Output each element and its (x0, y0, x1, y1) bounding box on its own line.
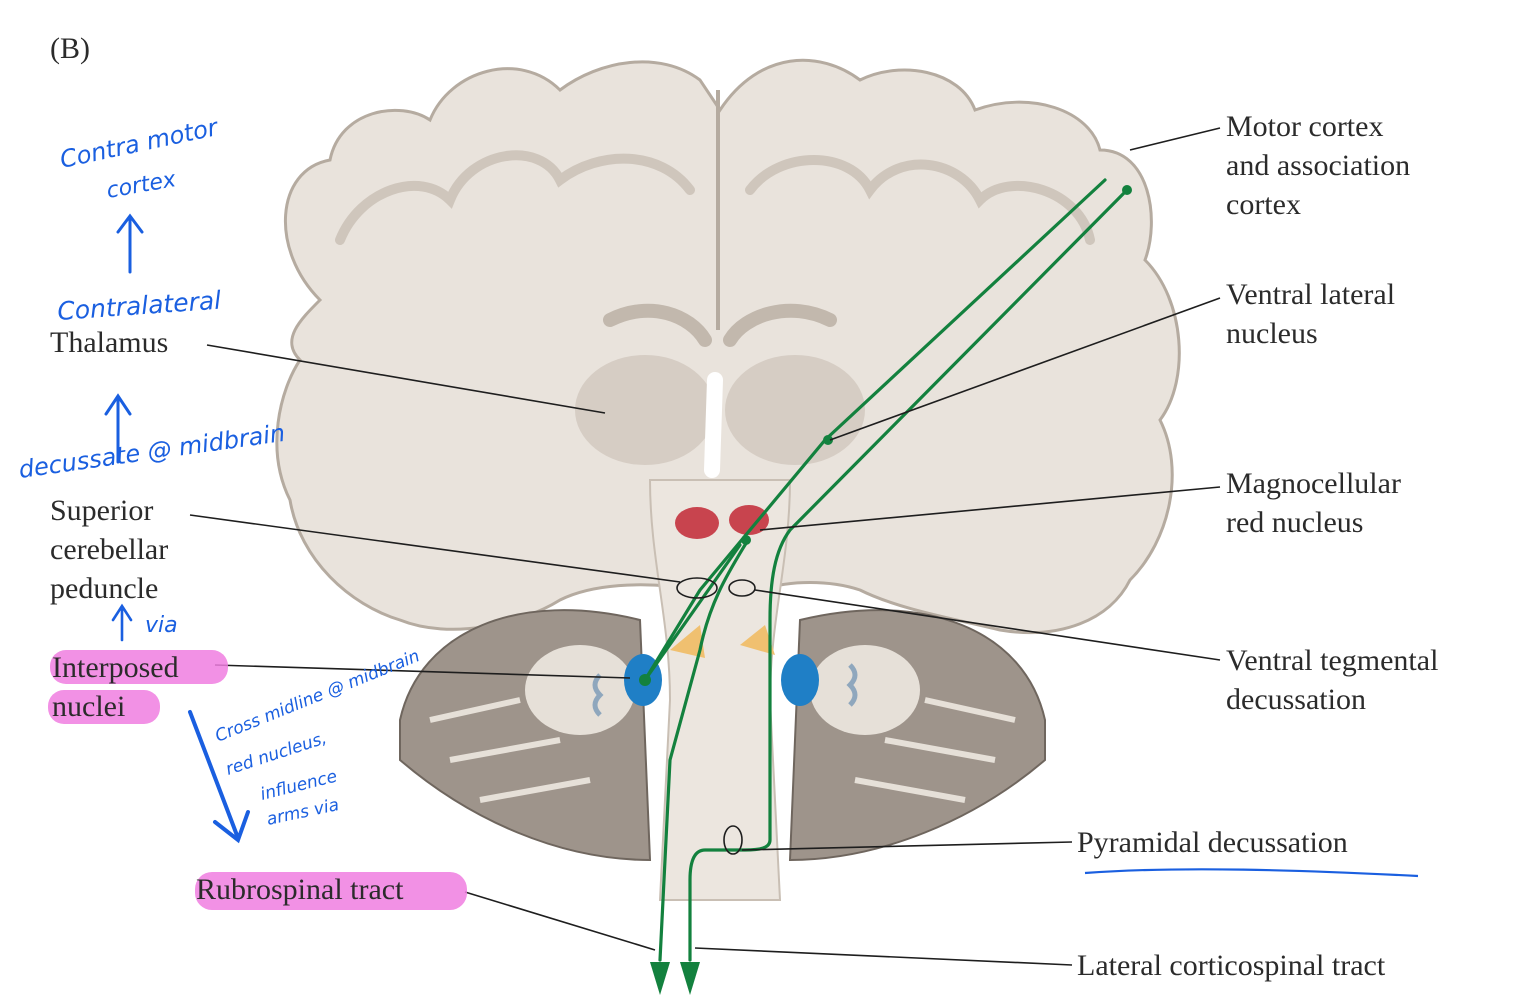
right-labels: Motor cortex and association cortex Vent… (1077, 110, 1438, 982)
rubrospinal-arrowhead (650, 962, 670, 995)
corticospinal-arrowhead (680, 962, 700, 995)
red-nucleus-right (729, 505, 769, 535)
magnocellular-leader (759, 486, 1221, 531)
rubrospinal-pathway (658, 538, 750, 962)
superior-cerebellar-label-3: peduncle (50, 572, 158, 605)
thalamus-region-right (725, 355, 865, 465)
interposed-highlight-1 (50, 650, 228, 684)
left-labels: Thalamus Superior cerebellar peduncle In… (50, 326, 404, 906)
orange-patch-right (740, 625, 775, 655)
thalamus-leader (206, 344, 606, 414)
cortex-ribbon (335, 150, 1095, 245)
ventral-tegmental-label-2: decussation (1226, 683, 1366, 716)
magnocellular-label-2: red nucleus (1226, 506, 1363, 539)
red-nucleus-left (675, 507, 719, 539)
note-decussate: decussate @ midbrain (17, 419, 287, 484)
lateral-cst-label: Lateral corticospinal tract (1077, 949, 1386, 982)
lateral-ventricles (603, 303, 837, 347)
ventral-lateral-label-2: nucleus (1226, 317, 1318, 350)
lateral-cst-leader (694, 947, 1073, 966)
neural-pathways (639, 178, 1132, 995)
up-arrow-icon-3 (111, 603, 133, 642)
motor-cortex-label-1: Motor cortex (1226, 110, 1383, 143)
motor-cortex-label-2: and association (1226, 149, 1410, 182)
superior-cerebellar-label-2: cerebellar (50, 533, 168, 566)
down-arrow-icon (188, 710, 250, 844)
orange-patch-left (670, 625, 705, 658)
superior-cerebellar-leader (189, 514, 681, 583)
motor-cortex-leader (1129, 127, 1221, 151)
cerebellar-white-matter-right (810, 645, 920, 735)
pyramidal-decussation-ring (723, 825, 743, 855)
interposed-to-red-pathway (643, 543, 742, 682)
brain-coronal-section (275, 58, 1181, 901)
leader-lines (189, 127, 1221, 966)
interposed-label-1: Interposed (52, 651, 179, 684)
thalamus-region (575, 355, 715, 465)
pyramidal-label: Pyramidal decussation (1077, 826, 1348, 859)
rubrospinal-label: Rubrospinal tract (196, 873, 404, 906)
ventral-tegmental-leader (754, 589, 1221, 661)
rubrospinal-leader (464, 891, 656, 951)
magnocellular-label-1: Magnocellular (1226, 467, 1401, 500)
tegmental-decussation-ring-left (676, 577, 718, 599)
ventral-lateral-leader (829, 297, 1221, 441)
dentate-nucleus-right (846, 663, 858, 707)
note-contralateral: Contralateral (56, 286, 222, 326)
third-ventricle (704, 372, 723, 478)
up-arrow-icon-2 (104, 393, 132, 464)
motor-cortex-label-3: cortex (1226, 188, 1301, 221)
thalamus-synapse (823, 435, 833, 445)
note-via: via (145, 613, 178, 638)
corticospinal-pathway (688, 188, 1129, 962)
ventral-lateral-label-1: Ventral lateral (1226, 278, 1395, 311)
cerebellum (399, 609, 652, 862)
note-contra-motor-1: Contra motor (57, 113, 222, 174)
cortex-synapse (1122, 185, 1132, 195)
interposed-highlight-2 (48, 690, 160, 724)
interposed-synapse (639, 674, 651, 686)
dentate-nucleus (592, 673, 604, 717)
interposed-leader (214, 664, 631, 679)
note-contra-motor-2: cortex (105, 167, 179, 204)
cerebellar-folia (429, 697, 1016, 803)
red-nucleus-synapse (741, 535, 751, 545)
interposed-nucleus-right (781, 654, 819, 706)
rubrospinal-highlight (195, 872, 467, 910)
interposed-label-2: nuclei (52, 690, 125, 723)
superior-cerebellar-label-1: Superior (50, 494, 153, 527)
tegmental-decussation-ring-right (728, 579, 756, 597)
pyramidal-underline (1084, 868, 1419, 878)
up-arrow-icon (116, 213, 144, 274)
panel-letter: (B) (50, 32, 90, 65)
pyramidal-leader (741, 841, 1073, 851)
ventral-tegmental-label-1: Ventral tegmental (1226, 644, 1438, 677)
cerebellothalamic-pathway (643, 178, 1107, 682)
cerebellar-white-matter (525, 645, 635, 735)
cerebellum-right (788, 609, 1046, 862)
thalamus-label: Thalamus (50, 326, 168, 359)
